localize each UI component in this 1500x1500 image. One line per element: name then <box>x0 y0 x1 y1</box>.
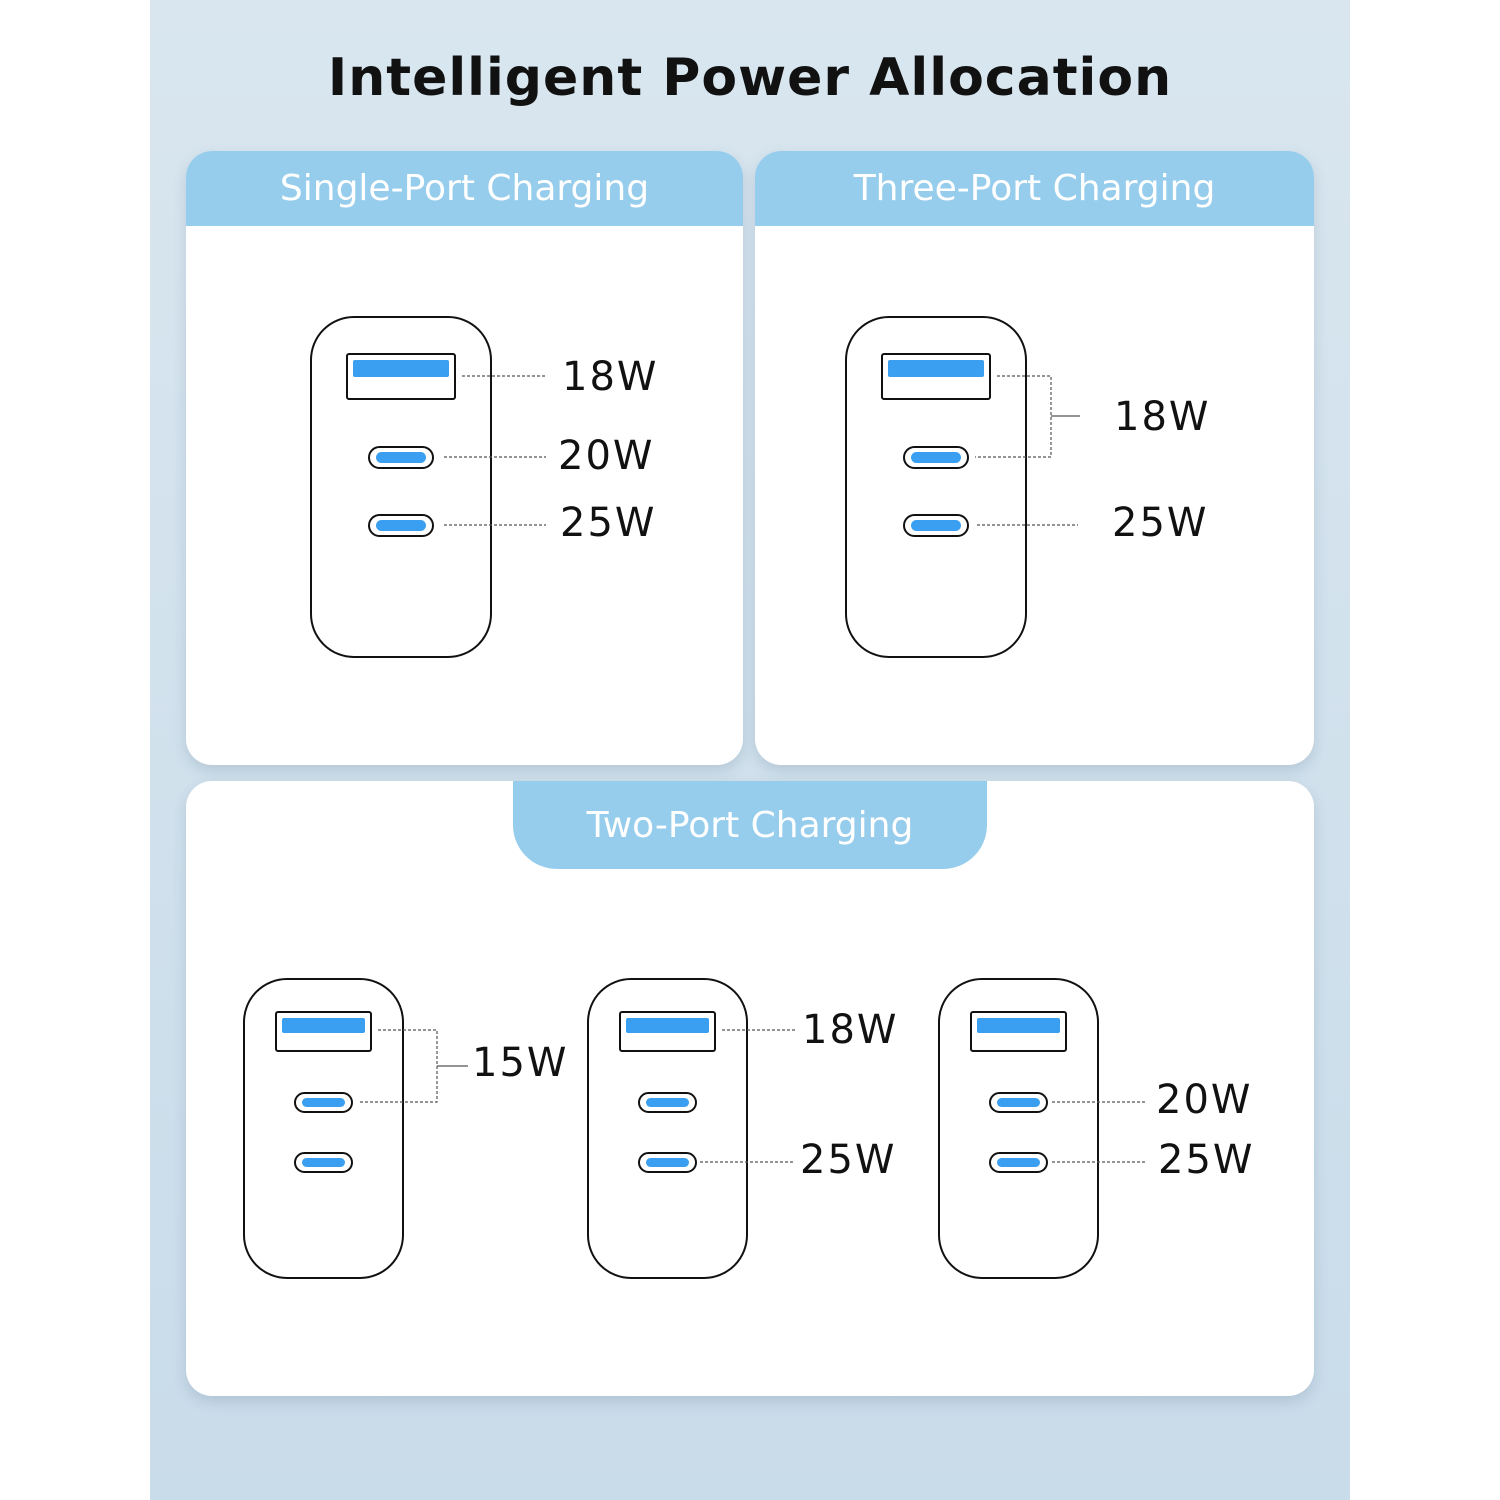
three-watt-usb-c2: 25W <box>1112 500 1209 546</box>
usb-c-port-icon <box>989 1092 1048 1113</box>
leader-bracket <box>975 375 1052 458</box>
two-a-watt: 15W <box>472 1040 569 1086</box>
page-title: Intelligent Power Allocation <box>327 48 1173 108</box>
two-b-watt-usb-a: 18W <box>802 1007 899 1053</box>
usb-c-port-icon <box>638 1092 697 1113</box>
usb-c-port-icon <box>368 446 434 469</box>
usb-a-port-icon <box>346 353 456 400</box>
usb-c-port-icon <box>903 446 969 469</box>
two-port-header: Two-Port Charging <box>513 781 987 869</box>
usb-a-port-icon <box>275 1011 372 1052</box>
usb-c-port-icon <box>368 514 434 537</box>
two-c-watt-usb-c2: 25W <box>1158 1137 1255 1183</box>
single-watt-usb-c2: 25W <box>560 500 657 546</box>
charger-two-c <box>938 978 1099 1279</box>
three-port-header: Three-Port Charging <box>755 151 1314 226</box>
single-port-card: Single-Port Charging <box>186 151 743 765</box>
two-b-watt-usb-c2: 25W <box>800 1137 897 1183</box>
three-watt-shared: 18W <box>1114 394 1211 440</box>
leader-bracket <box>360 1029 438 1103</box>
usb-c-port-icon <box>903 514 969 537</box>
usb-c-port-icon <box>294 1092 353 1113</box>
single-watt-usb-a: 18W <box>562 354 659 400</box>
usb-c-port-icon <box>638 1152 697 1173</box>
two-c-watt-usb-c1: 20W <box>1156 1077 1253 1123</box>
usb-c-port-icon <box>294 1152 353 1173</box>
usb-a-port-icon <box>881 353 991 400</box>
usb-c-port-icon <box>989 1152 1048 1173</box>
usb-a-port-icon <box>619 1011 716 1052</box>
single-port-header: Single-Port Charging <box>186 151 743 226</box>
usb-a-port-icon <box>970 1011 1067 1052</box>
single-watt-usb-c1: 20W <box>558 433 655 479</box>
three-port-card: Three-Port Charging <box>755 151 1314 765</box>
